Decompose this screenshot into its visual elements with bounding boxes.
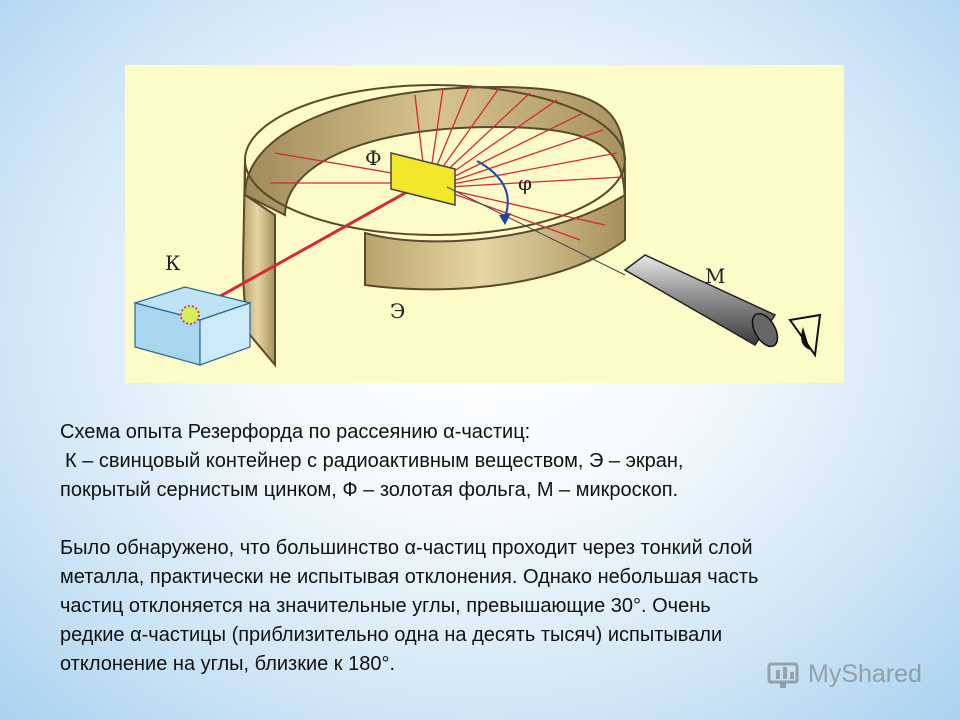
angle-arrow	[499, 213, 511, 225]
alpha-beam	[189, 181, 424, 315]
watermark: MyShared	[766, 656, 922, 692]
label-container: К	[165, 251, 181, 275]
gold-foil	[390, 152, 456, 206]
screen-back-wall	[243, 85, 627, 226]
label-foil: Ф	[365, 146, 382, 170]
finding-line-1: Было обнаружено, что большинство α-части…	[60, 537, 753, 559]
angle-arc	[476, 160, 509, 218]
caption-title: Схема опыта Резерфорда по рассеянию α-ча…	[60, 421, 531, 443]
lead-container	[132, 286, 253, 366]
microscope	[623, 254, 779, 348]
finding-line-4: редкие α-частицы (приблизительно одна на…	[60, 624, 723, 646]
diagram-svg: К Ф Э М φ	[132, 84, 822, 368]
watermark-text: MyShared	[808, 659, 922, 688]
label-microscope: М	[705, 264, 725, 288]
finding-line-5: отклонение на углы, близкие к 180°.	[60, 653, 396, 675]
screen-front-wall	[364, 193, 626, 291]
caption-legend-line-1: К – свинцовый контейнер с радиоактивным …	[65, 450, 684, 472]
label-screen: Э	[390, 299, 405, 323]
label-angle: φ	[518, 171, 532, 195]
microscope-axis	[446, 186, 626, 276]
caption-legend-line-2: покрытый сернистым цинком, Ф – золотая ф…	[60, 479, 679, 501]
eye-icon	[788, 313, 822, 358]
caption: Схема опыта Резерфорда по рассеянию α-ча…	[60, 418, 910, 679]
finding-line-3: частиц отклоняется на значительные углы,…	[60, 595, 711, 617]
finding-line-2: металла, практически не испытывая отклон…	[60, 566, 759, 588]
myshared-logo-icon	[767, 662, 799, 688]
rutherford-diagram: К Ф Э М φ	[125, 65, 844, 383]
